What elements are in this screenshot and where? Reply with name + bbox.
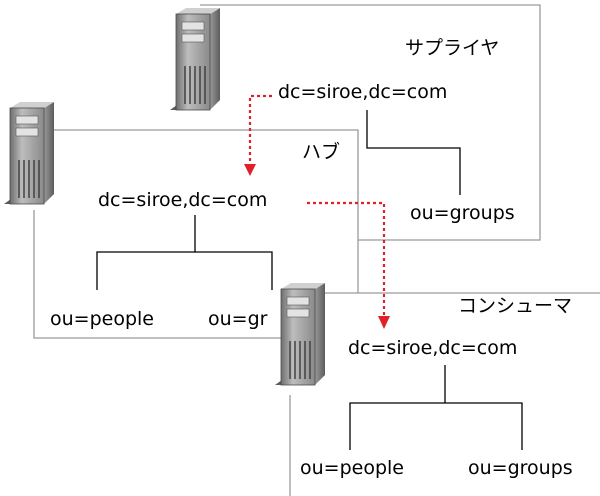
- supplier-tree: [366, 110, 461, 195]
- consumer-root-entry: dc=siroe,dc=com: [348, 337, 517, 359]
- consumer-tree: [349, 365, 523, 450]
- supplier-root-entry: dc=siroe,dc=com: [278, 81, 447, 103]
- hub-tree: [96, 215, 273, 290]
- supplier-box: [200, 4, 541, 241]
- consumer-title: コンシューマ: [458, 295, 572, 317]
- consumer-branch-groups: ou=groups: [468, 457, 573, 479]
- server-icon-supplier: [169, 7, 221, 111]
- server-icon-consumer: [274, 282, 326, 386]
- hub-root-entry: dc=siroe,dc=com: [98, 189, 267, 211]
- supplier-title: サプライヤ: [405, 37, 499, 59]
- supplier-branch-groups: ou=groups: [410, 202, 515, 224]
- server-icon-hub: [3, 101, 55, 205]
- consumer-branch-people: ou=people: [300, 457, 404, 479]
- hub-title: ハブ: [302, 140, 340, 163]
- hub-branch-people: ou=people: [50, 308, 154, 330]
- hub-box: [33, 129, 359, 339]
- replication-arrow-supplier-to-hub: [244, 94, 272, 176]
- consumer-box: [289, 292, 600, 496]
- replication-arrow-hub-to-consumer: [307, 201, 390, 329]
- hub-branch-groups: ou=gr: [208, 308, 268, 330]
